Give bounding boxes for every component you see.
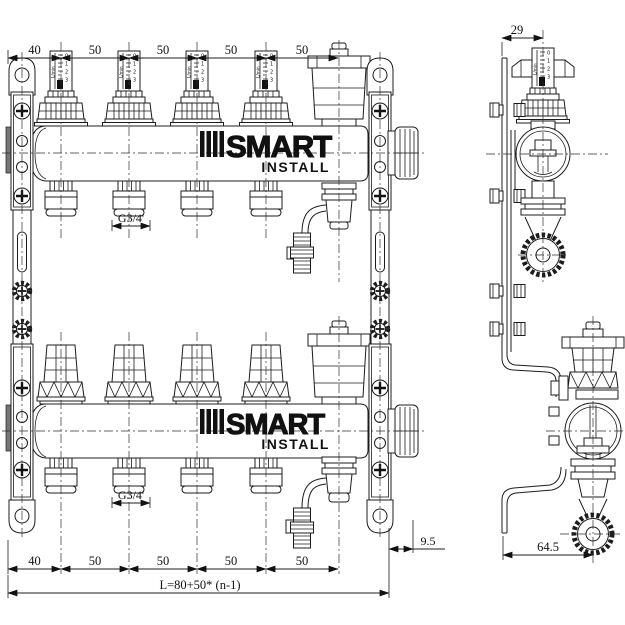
brand-logo-top: SMART INSTALL	[200, 128, 334, 175]
dim-side-depth: 64.5	[537, 540, 559, 554]
drain-valve-top	[286, 182, 357, 274]
thread-size-label-top: G3/4'	[118, 211, 144, 225]
dim-top-50: 50	[225, 43, 238, 57]
brand-subname: INSTALL	[261, 436, 330, 452]
thread-size-label-bottom: G3/4'	[118, 488, 144, 502]
brand-name: SMART	[226, 409, 325, 441]
dim-bottom-50: 50	[89, 554, 102, 568]
brand-logo-bottom: SMART INSTALL	[200, 408, 330, 452]
side-view-bottom	[501, 321, 625, 556]
brand-name: SMART	[226, 129, 332, 164]
dim-bottom-40: 40	[28, 554, 41, 568]
dim-offset: 9.5	[421, 534, 436, 548]
logo-bars-icon	[200, 409, 224, 434]
dim-top-40: 40	[28, 43, 41, 57]
side-view-top	[489, 47, 575, 397]
dim-total-length: L=80+50* (n-1)	[159, 578, 240, 592]
dim-top-50: 50	[157, 43, 170, 57]
dim-top-50: 50	[296, 43, 309, 57]
dim-bottom-50: 50	[157, 554, 170, 568]
dim-bottom-50: 50	[225, 554, 238, 568]
dim-bottom-50: 50	[296, 554, 309, 568]
front-view	[5, 42, 419, 549]
dimensions: 40 50 50 50 50 40 50 50 50 50 L=80+50* (…	[7, 23, 594, 598]
dim-top-50: 50	[89, 43, 102, 57]
logo-bars-icon	[200, 131, 224, 157]
brand-subname: INSTALL	[261, 159, 330, 175]
dim-side-width: 29	[511, 23, 524, 37]
drain-valve-bottom	[285, 456, 357, 549]
